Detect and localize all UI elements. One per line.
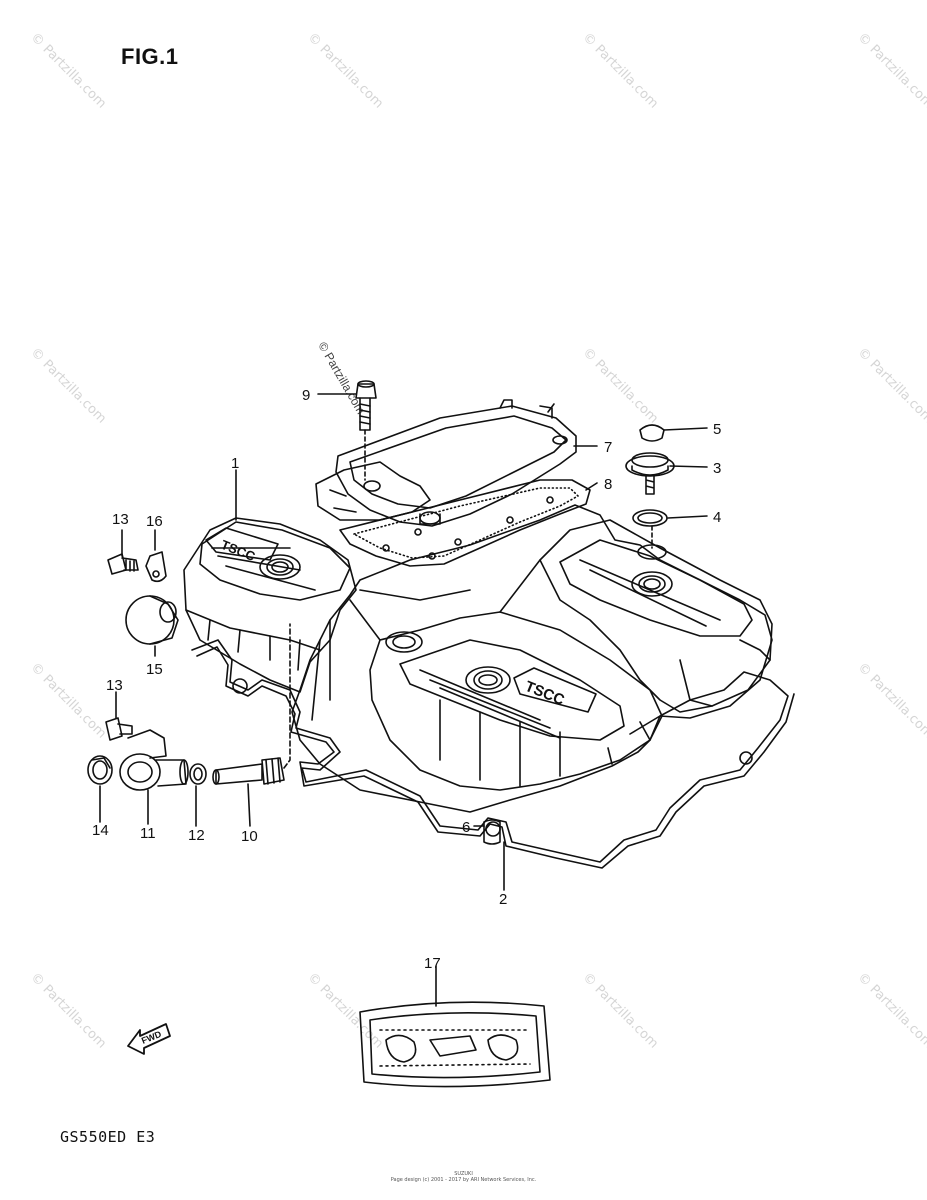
cam-cover-right-lobe — [539, 519, 773, 713]
callout-8: 8 — [604, 476, 612, 493]
callout-9: 9 — [302, 387, 310, 404]
callout-17: 17 — [424, 955, 441, 972]
gasket-set-package[interactable] — [359, 1001, 551, 1088]
callout-15: 15 — [146, 661, 163, 678]
cable-bracket[interactable] — [145, 551, 167, 583]
tachometer-drive-gear[interactable] — [212, 623, 291, 785]
callout-6: 6 — [462, 819, 470, 836]
callout-14: 14 — [92, 822, 109, 839]
callout-1: 1 — [231, 455, 239, 472]
callout-10: 10 — [241, 828, 258, 845]
inspection-plug-o-ring[interactable] — [632, 509, 668, 527]
breather-cover-bolt[interactable] — [355, 380, 377, 481]
figure-title: FIG.1 — [121, 44, 179, 69]
tachometer-seal[interactable] — [87, 755, 113, 785]
callout-12: 12 — [188, 827, 205, 844]
plug-cap[interactable] — [639, 424, 665, 442]
footer-copyright: Page design (c) 2001 - 2017 by ARI Netwo… — [390, 1177, 537, 1183]
bolt-upper[interactable] — [107, 553, 139, 575]
leader-lines — [99, 393, 708, 1007]
tachometer-gear-housing[interactable] — [119, 729, 189, 791]
forward-direction-arrow — [127, 1023, 171, 1055]
callout-5: 5 — [713, 421, 721, 438]
breather-cover-gasket[interactable] — [339, 479, 591, 567]
callout-7: 7 — [604, 439, 612, 456]
dowel-pin[interactable] — [483, 819, 501, 845]
cover-cap[interactable] — [125, 595, 179, 645]
inspection-plug[interactable] — [625, 452, 675, 495]
callout-2: 2 — [499, 891, 507, 908]
breather-cover-plate[interactable] — [335, 405, 577, 527]
callout-4: 4 — [713, 509, 721, 526]
cam-cover-left-lobe — [183, 517, 357, 693]
head-cover-gasket[interactable] — [191, 639, 789, 863]
callout-11: 11 — [140, 825, 156, 842]
callout-16: 16 — [146, 513, 163, 530]
bolt-lower[interactable] — [105, 717, 133, 741]
callout-3: 3 — [713, 460, 721, 477]
callout-13-lower: 13 — [106, 677, 123, 694]
footer-brand: SUZUKI — [454, 1171, 473, 1177]
cover-badge-front: TSCC — [523, 678, 567, 709]
fwd-label: FWD — [140, 1029, 163, 1046]
model-code: GS550ED E3 — [60, 1128, 156, 1146]
callout-13-upper: 13 — [112, 511, 129, 528]
cam-cover-center-body — [291, 504, 773, 813]
tachometer-washer[interactable] — [189, 763, 207, 785]
